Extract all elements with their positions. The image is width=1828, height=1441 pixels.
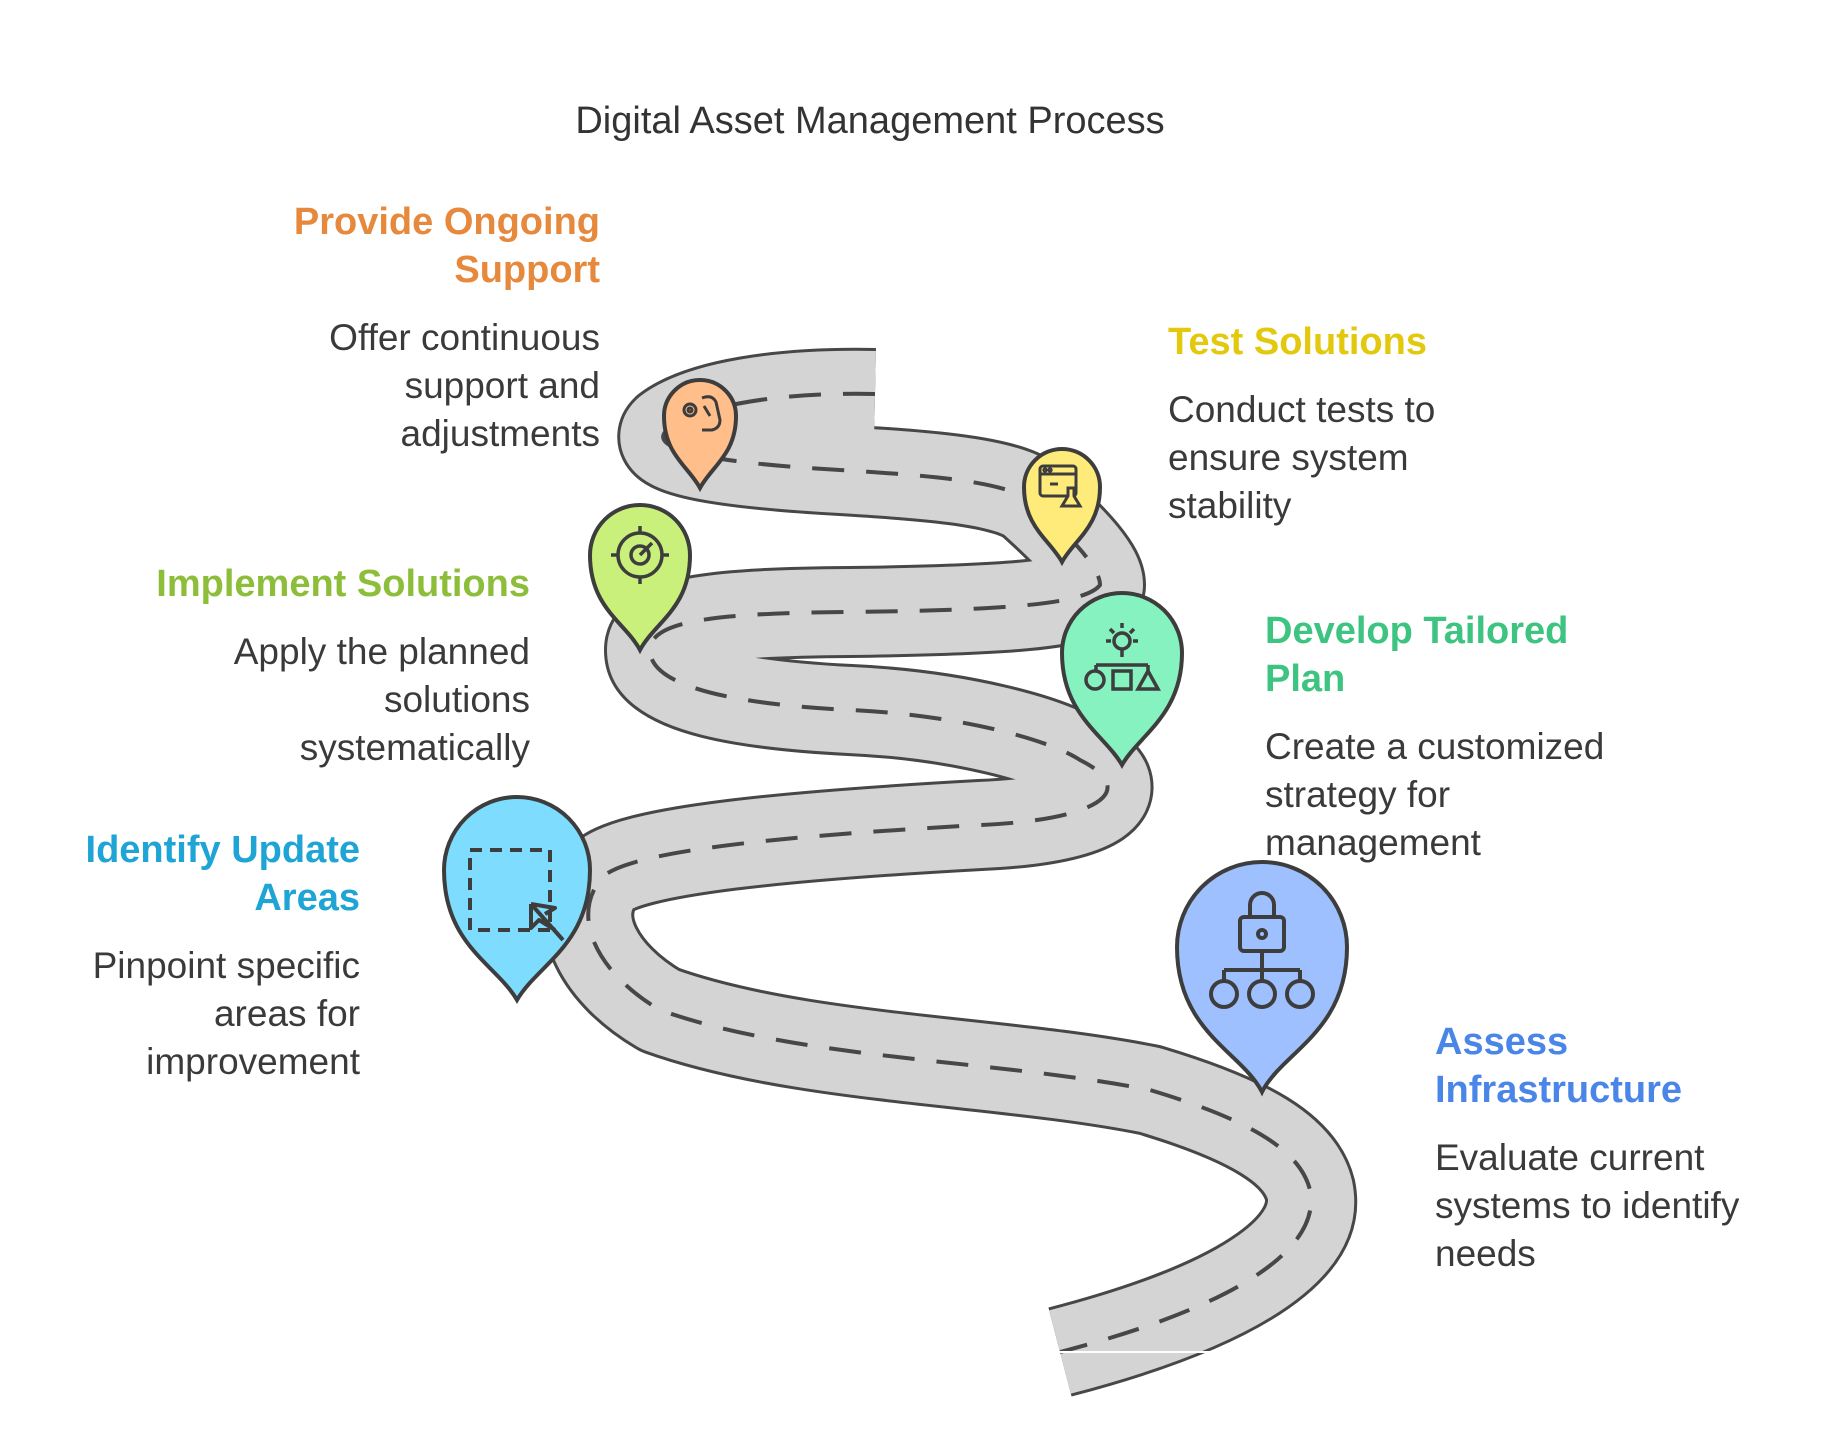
step-develop-tailored-plan: Develop Tailored Plan Create a customize…	[1265, 607, 1635, 867]
hand-gear-icon	[682, 395, 722, 432]
pin-identify-update-areas	[441, 795, 593, 1005]
browser-flask-icon	[1038, 464, 1083, 508]
step-assess-infrastructure: Assess Infrastructure Evaluate current s…	[1435, 1018, 1795, 1278]
step-title: Implement Solutions	[156, 563, 530, 605]
road-surface	[545, 350, 1354, 1394]
pin-shape	[1059, 591, 1185, 770]
step-title: Identify Update Areas	[85, 829, 360, 919]
road-center-dashes	[586, 391, 1313, 1354]
step-description: Pinpoint specific areas for improvement	[92, 945, 360, 1082]
step-description: Evaluate current systems to identify nee…	[1435, 1137, 1740, 1274]
lock-hierarchy-icon	[1209, 891, 1315, 1009]
step-title: Assess Infrastructure	[1435, 1021, 1683, 1111]
step-provide-ongoing-support: Provide Ongoing Support Offer continuous…	[260, 198, 600, 458]
diagram-title: Digital Asset Management Process	[575, 100, 1165, 142]
step-test-solutions: Test Solutions Conduct tests to ensure s…	[1168, 318, 1498, 530]
lightbulb-shapes-icon	[1084, 623, 1161, 691]
cursor-selection-icon	[468, 848, 565, 942]
step-implement-solutions: Implement Solutions Apply the planned so…	[130, 560, 530, 772]
pin-implement-solutions	[587, 503, 693, 655]
step-description: Apply the planned solutions systematical…	[233, 631, 530, 768]
step-description: Conduct tests to ensure system stability	[1168, 389, 1436, 526]
step-identify-update-areas: Identify Update Areas Pinpoint specific …	[50, 826, 360, 1086]
winding-road	[542, 347, 1357, 1397]
target-icon	[611, 526, 669, 584]
step-description: Create a customized strategy for managem…	[1265, 726, 1605, 863]
step-description: Offer continuous support and adjustments	[329, 317, 600, 454]
pin-develop-tailored-plan	[1059, 591, 1185, 770]
step-title: Provide Ongoing Support	[293, 201, 600, 291]
step-title: Develop Tailored Plan	[1265, 610, 1569, 700]
pin-provide-ongoing-support	[661, 378, 739, 493]
step-title: Test Solutions	[1168, 321, 1427, 363]
pin-test-solutions	[1021, 447, 1103, 567]
pin-assess-infrastructure	[1174, 860, 1350, 1097]
pin-shape	[441, 795, 593, 1005]
